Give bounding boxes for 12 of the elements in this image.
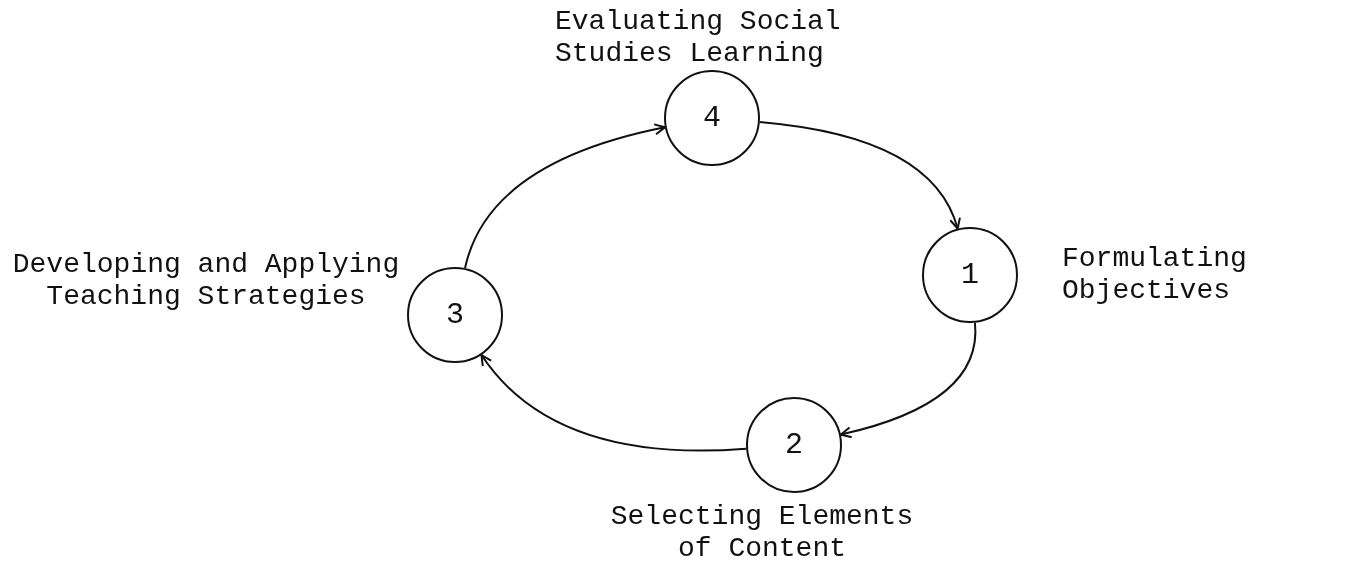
curved-arrow [480,354,748,452]
curved-arrow [464,123,666,270]
step-number: 1 [961,258,979,292]
step-label: Formulating Objectives [1062,243,1248,307]
curved-arrow [839,321,977,439]
step-number: 4 [703,101,721,135]
step-label: Evaluating Social Studies Learning [555,6,842,70]
step-label: Developing and Applying Teaching Strategies [11,249,401,313]
step-label: Selecting Elements of Content [609,501,915,565]
step-number: 3 [446,298,464,332]
curved-arrow [758,121,961,230]
step-number: 2 [785,428,803,462]
